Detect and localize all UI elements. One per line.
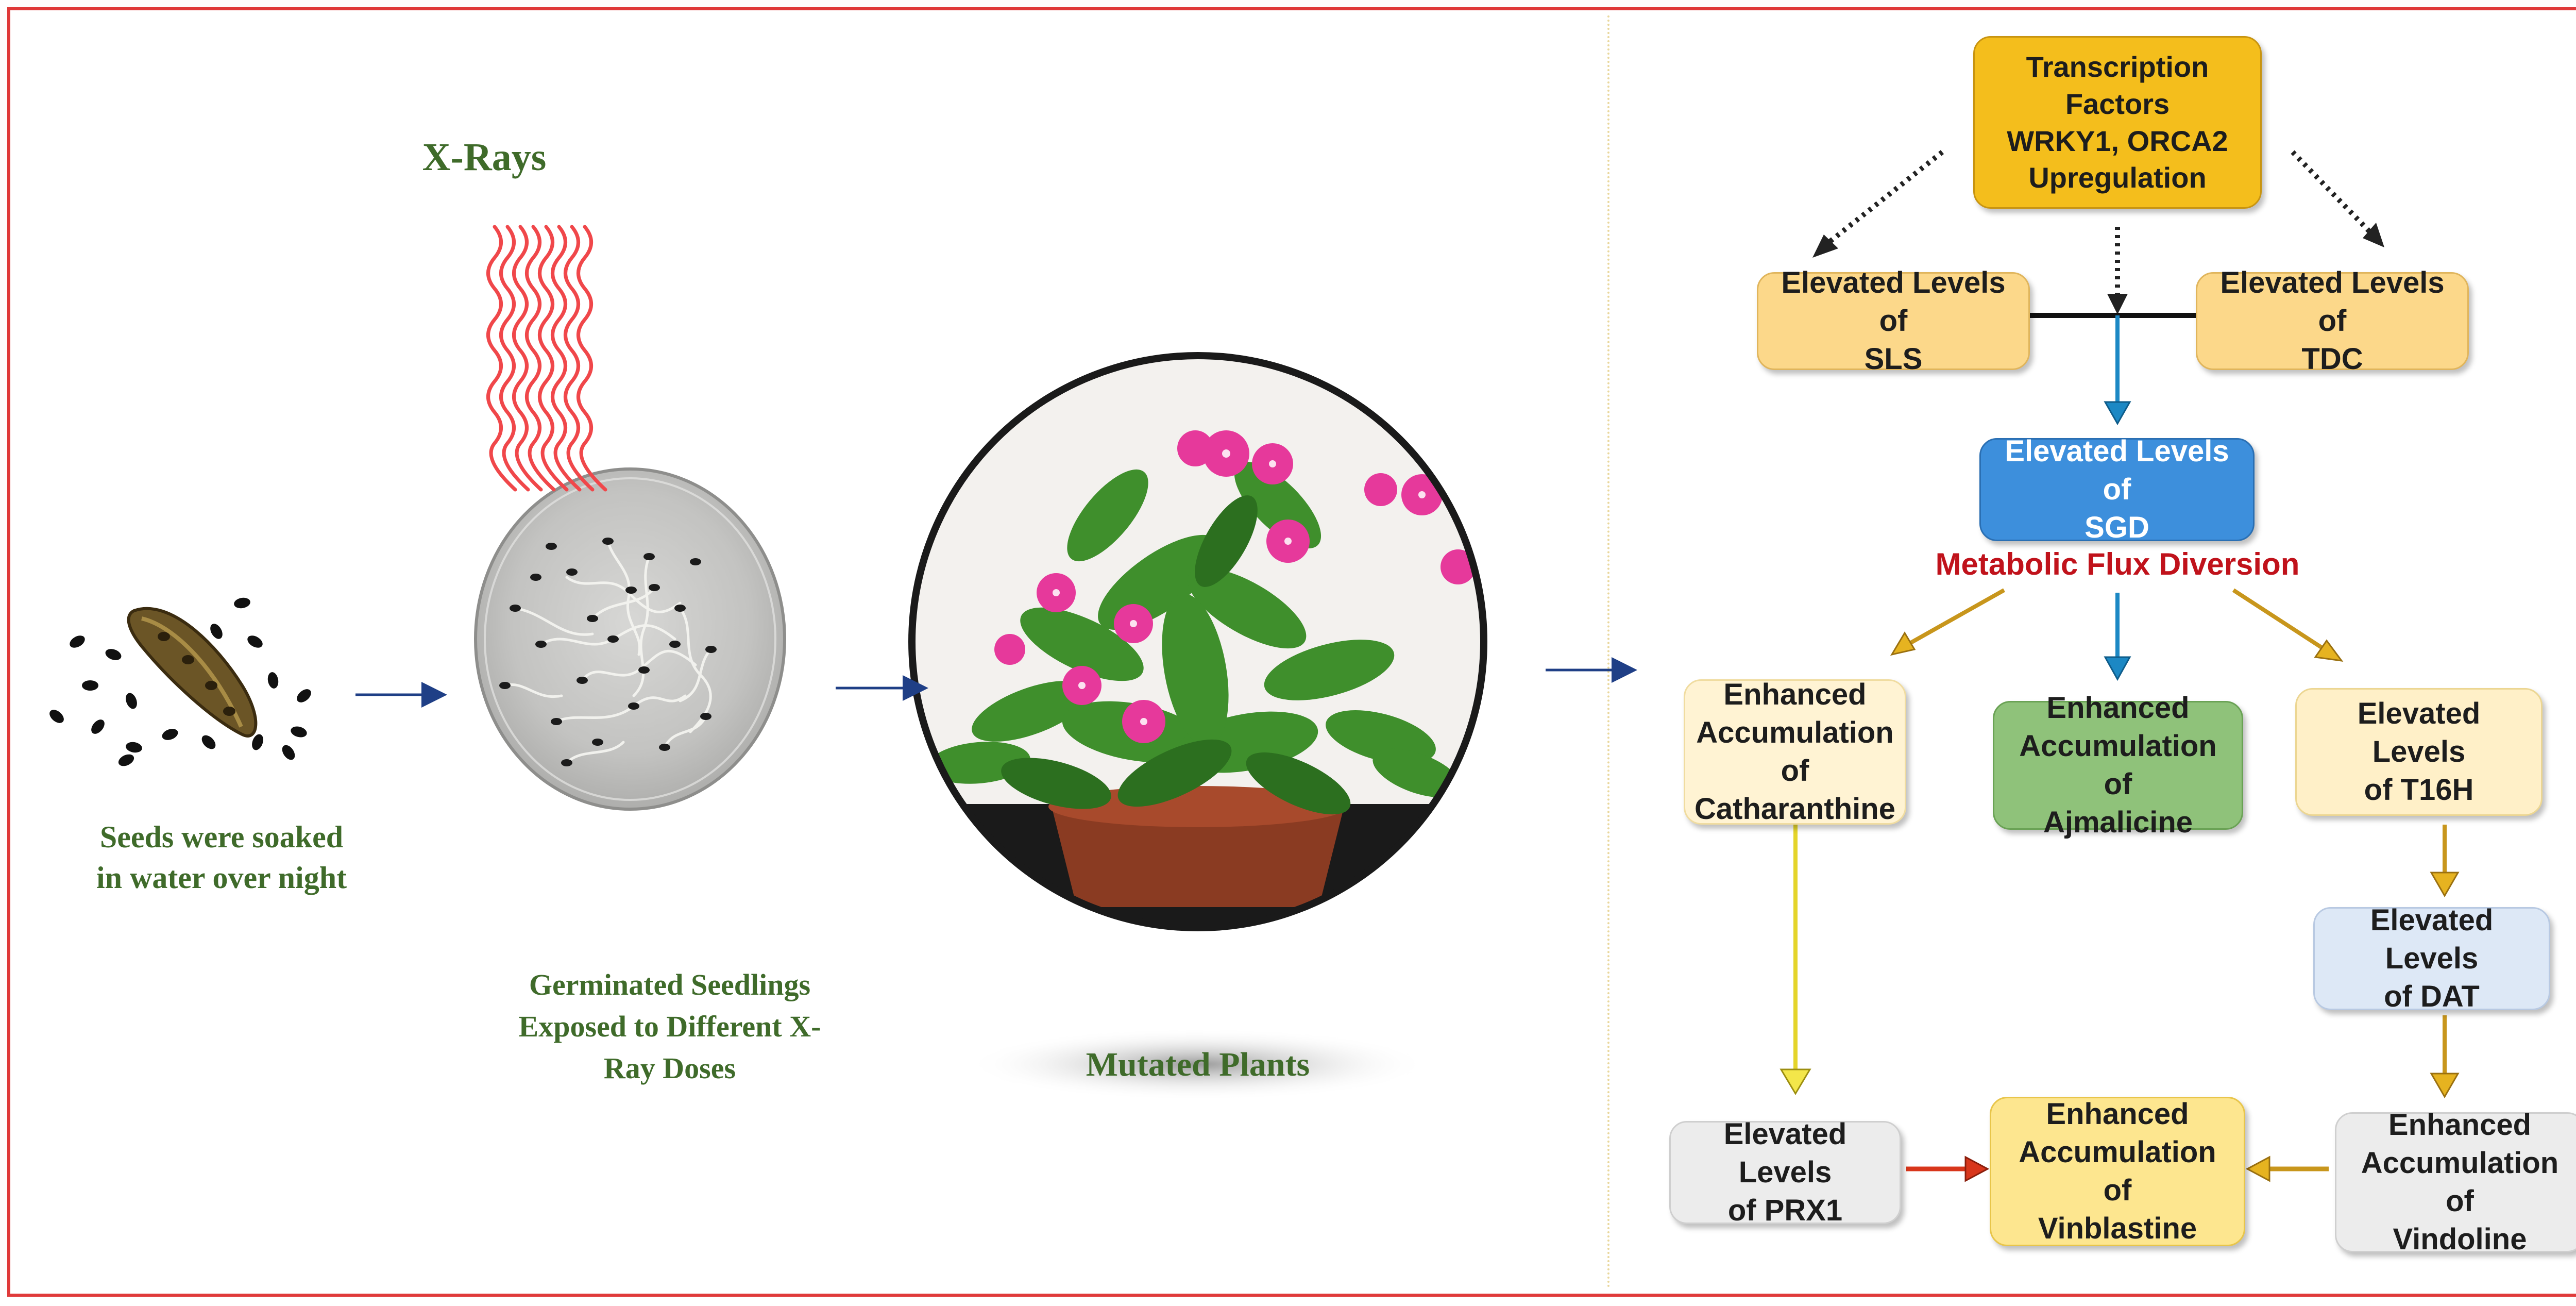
xray-waves-icon (486, 225, 607, 492)
seeds-and-pod-illustration (49, 597, 311, 766)
vindoline-box: Enhanced Accumulation of Vindoline (2335, 1108, 2576, 1256)
seedlings-caption: Germinated Seedlings Exposed to Differen… (484, 964, 855, 1090)
t16h-box: Elevated Levels of T16H (2295, 688, 2543, 816)
seeds-caption-line-2: in water over night (96, 861, 347, 895)
left-flow-arrows (355, 657, 1637, 708)
metabolic-flux-label: Metabolic Flux Diversion (1935, 547, 2300, 581)
seedlings-caption-line-1: Germinated Seedlings (529, 968, 811, 1001)
petri-dish-seedlings-illustration (474, 467, 786, 811)
prx1-box: Elevated Levels of PRX1 (1669, 1117, 1901, 1227)
mutated-plant-illustration (908, 352, 1487, 1100)
sgd-box: Elevated Levels of SGD (1979, 434, 2255, 544)
tdc-box: Elevated Levels of TDC (2196, 266, 2469, 376)
vinblastine-box: Enhanced Accumulation of Vinblastine (1990, 1097, 2245, 1246)
xray-label: X-Rays (422, 136, 547, 179)
dotted-arrow-tf-to-sls (1827, 150, 1944, 244)
mutated-plants-caption: Mutated Plants (1086, 1046, 1310, 1083)
arrow-to-catharanthine (1905, 588, 2005, 647)
seedlings-caption-line-3: Ray Doses (603, 1051, 736, 1085)
pathway-arrows (1780, 150, 2460, 1182)
sls-box: Elevated Levels of SLS (1757, 266, 2030, 376)
seeds-caption: Seeds were soaked in water over night (62, 817, 381, 898)
dotted-arrow-tf-to-tdc (2291, 150, 2372, 234)
seedlings-caption-line-2: Exposed to Different X- (518, 1010, 821, 1044)
dat-box: Elevated Levels of DAT (2313, 903, 2550, 1013)
ajmalicine-box: Enhanced Accumulation of Ajmalicine (1993, 691, 2243, 839)
arrow-to-t16h (2232, 588, 2328, 652)
outer-red-frame (7, 7, 2576, 1297)
catharanthine-box: Enhanced Accumulation of Catharanthine (1684, 678, 1906, 826)
transcription-factors-box: Transcription Factors WRKY1, ORCA2 Upreg… (1973, 36, 2262, 209)
plant-shadow (966, 1028, 1430, 1100)
seeds-caption-line-1: Seeds were soaked (99, 820, 344, 854)
panel-divider (1607, 15, 1609, 1288)
